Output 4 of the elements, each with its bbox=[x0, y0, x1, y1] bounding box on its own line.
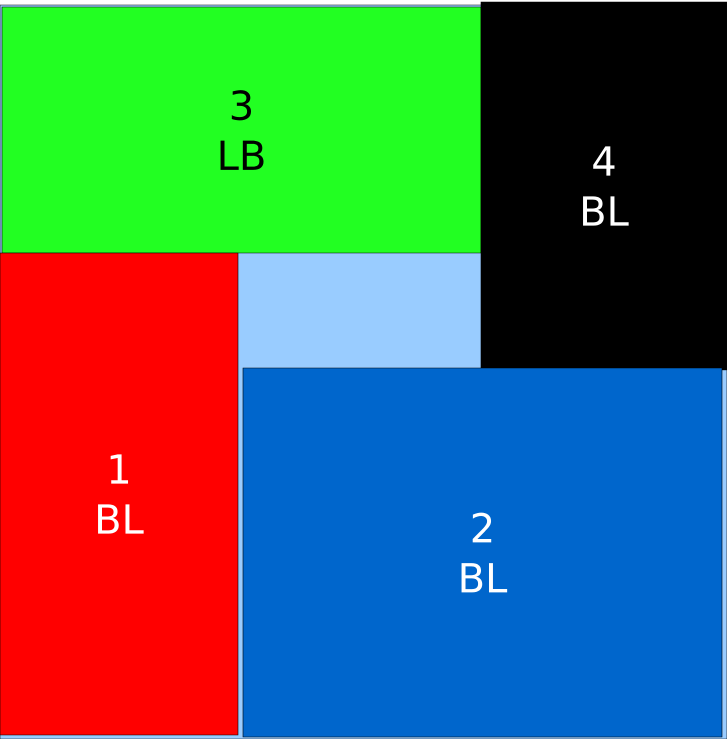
colored-panel: 3 LB bbox=[2, 6, 482, 254]
colored-panel: 4 BL bbox=[480, 2, 727, 370]
colored-panel: 2 BL bbox=[242, 368, 722, 738]
colored-panel: 1 BL bbox=[0, 252, 238, 736]
